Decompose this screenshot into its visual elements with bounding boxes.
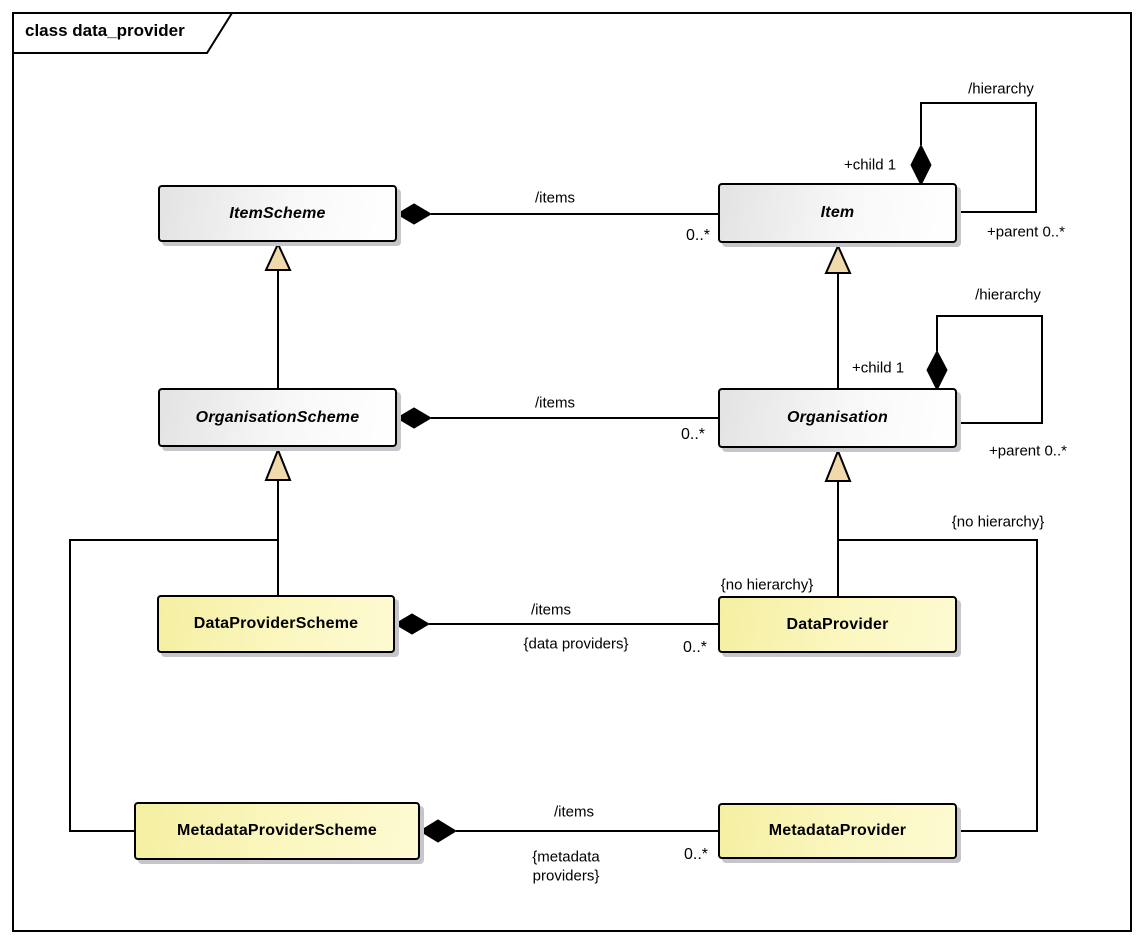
generalization-providerschemes-organisationscheme bbox=[69, 447, 292, 832]
association-name-label: /hierarchy bbox=[975, 286, 1041, 304]
composition-dataproviderscheme-dataprovider bbox=[394, 613, 718, 635]
diagram-frame bbox=[12, 12, 1132, 932]
class-metadata-provider-scheme[interactable]: MetadataProviderScheme bbox=[134, 802, 420, 860]
role-label: +parent 0..* bbox=[989, 442, 1067, 460]
composition-diamond-icon bbox=[419, 819, 457, 843]
class-organisation-scheme[interactable]: OrganisationScheme bbox=[158, 388, 397, 447]
class-name-label: Organisation bbox=[786, 409, 889, 426]
multiplicity-label: 0..* bbox=[680, 426, 706, 443]
generalization-triangle-icon bbox=[264, 447, 292, 481]
frame-title: class data_provider bbox=[25, 21, 185, 40]
association-constraint-label: {metadata providers} bbox=[532, 848, 600, 884]
constraint-label: {no hierarchy} bbox=[720, 576, 814, 594]
association-name-label: /items bbox=[534, 189, 576, 207]
multiplicity-label: 0..* bbox=[685, 227, 711, 244]
composition-diamond-icon bbox=[926, 349, 948, 392]
composition-diamond-icon bbox=[396, 203, 432, 225]
composition-diamond-icon bbox=[394, 613, 430, 635]
generalization-providers-organisation bbox=[824, 448, 1038, 832]
generalization-triangle-icon bbox=[824, 243, 852, 274]
class-name-label: OrganisationScheme bbox=[195, 408, 360, 426]
composition-organisationscheme-organisation bbox=[396, 407, 718, 429]
composition-diamond-icon bbox=[910, 143, 932, 187]
class-name-label: MetadataProviderScheme bbox=[176, 822, 378, 839]
class-name-label: ItemScheme bbox=[229, 204, 326, 222]
role-label: +child 1 bbox=[851, 359, 905, 377]
class-metadata-provider[interactable]: MetadataProvider bbox=[718, 803, 957, 859]
class-name-label: MetadataProvider bbox=[768, 822, 907, 839]
class-name-label: DataProviderScheme bbox=[193, 615, 359, 632]
composition-diamond-icon bbox=[396, 407, 432, 429]
composition-organisation-hierarchy-loop bbox=[926, 315, 1043, 424]
association-constraint-label: {data providers} bbox=[523, 635, 629, 653]
association-name-label: /items bbox=[534, 394, 576, 412]
class-item[interactable]: Item bbox=[718, 183, 957, 243]
association-name-label: /items bbox=[553, 803, 595, 821]
association-name-label: /hierarchy bbox=[968, 80, 1034, 98]
association-name-label: /items bbox=[530, 601, 572, 619]
class-data-provider-scheme[interactable]: DataProviderScheme bbox=[157, 595, 395, 653]
multiplicity-label: 0..* bbox=[682, 639, 708, 656]
role-label: +parent 0..* bbox=[987, 223, 1065, 241]
generalization-triangle-icon bbox=[264, 241, 292, 271]
constraint-label: {no hierarchy} bbox=[951, 513, 1045, 531]
generalization-organisation-item bbox=[824, 243, 852, 388]
generalization-triangle-icon bbox=[824, 448, 852, 482]
composition-item-hierarchy-loop bbox=[910, 102, 1037, 213]
class-name-label: DataProvider bbox=[786, 615, 889, 633]
composition-itemscheme-item bbox=[396, 203, 718, 225]
composition-metadataproviderscheme-metadataprovider bbox=[419, 819, 718, 843]
multiplicity-label: 0..* bbox=[683, 846, 709, 863]
class-data-provider[interactable]: DataProvider bbox=[718, 596, 957, 653]
role-label: +child 1 bbox=[843, 156, 897, 174]
generalization-organisationscheme-itemscheme bbox=[264, 241, 292, 388]
class-organisation[interactable]: Organisation bbox=[718, 388, 957, 448]
class-name-label: Item bbox=[820, 204, 855, 221]
class-item-scheme[interactable]: ItemScheme bbox=[158, 185, 397, 242]
